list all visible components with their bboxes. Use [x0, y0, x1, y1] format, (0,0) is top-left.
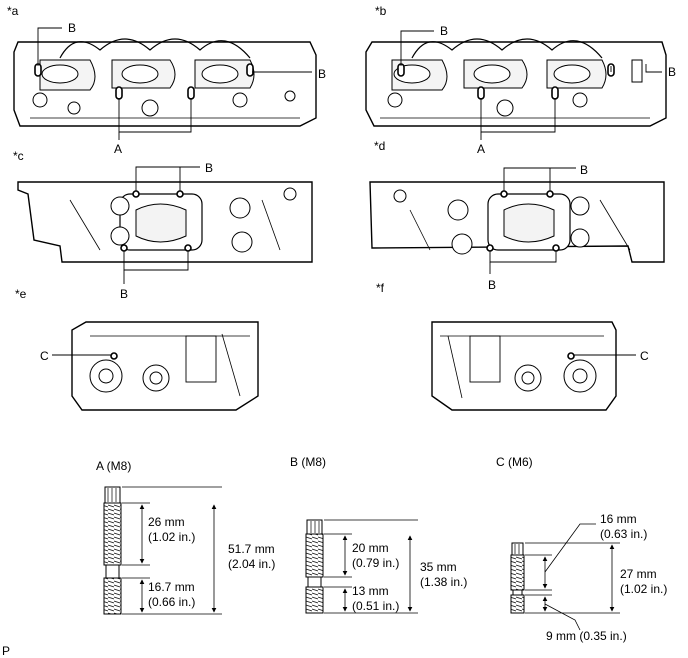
view-label-a: *a	[7, 4, 19, 18]
stud-b-total-in: (1.38 in.)	[420, 575, 467, 589]
stud-bolt-b	[305, 519, 418, 614]
callout-b-view-a-top: B	[68, 21, 76, 35]
stud-bolt-c	[510, 523, 620, 631]
view-label-e: *e	[15, 287, 27, 301]
stud-a-lower-mm: 16.7 mm	[148, 580, 195, 594]
stud-c-total-in: (1.02 in.)	[620, 582, 667, 596]
callout-b-view-a-right: B	[318, 67, 326, 81]
stud-bolt-a	[103, 486, 222, 615]
cylinder-head-view-f	[431, 321, 636, 411]
callout-c-view-f: C	[640, 349, 649, 363]
footer-code: P	[2, 644, 10, 658]
cylinder-head-view-e	[52, 321, 259, 411]
stud-b-total-mm: 35 mm	[420, 560, 457, 574]
stud-c-title: C (M6)	[496, 455, 533, 469]
stud-a-upper-mm: 26 mm	[148, 515, 185, 529]
stud-a-total-mm: 51.7 mm	[228, 542, 275, 556]
callout-b-view-d-bottom: B	[488, 278, 496, 292]
callout-c-view-e: C	[40, 349, 49, 363]
stud-b-title: B (M8)	[290, 455, 326, 469]
view-label-b: *b	[375, 4, 387, 18]
stud-c-lower: 9 mm (0.35 in.)	[546, 629, 627, 643]
stud-a-lower-in: (0.66 in.)	[148, 595, 195, 609]
cylinder-head-view-c	[17, 166, 313, 284]
callout-b-view-c-bottom: B	[120, 287, 128, 301]
callout-b-view-b-right: B	[668, 65, 676, 79]
stud-a-total-in: (2.04 in.)	[228, 557, 275, 571]
stud-a-upper-in: (1.02 in.)	[148, 530, 195, 544]
view-label-f: *f	[376, 281, 385, 295]
cylinder-head-view-a	[13, 27, 317, 140]
callout-b-view-c-top: B	[205, 161, 213, 175]
callout-a-view-b: A	[477, 142, 485, 156]
stud-b-upper-in: (0.79 in.)	[352, 556, 399, 570]
stud-b-upper-mm: 20 mm	[352, 541, 389, 555]
callout-b-view-b-top: B	[440, 24, 448, 38]
view-label-d: *d	[374, 139, 385, 153]
stud-b-lower-mm: 13 mm	[352, 584, 389, 598]
stud-c-upper-in: (0.63 in.)	[600, 527, 647, 541]
view-label-c: *c	[13, 149, 24, 163]
stud-a-title: A (M8)	[96, 459, 131, 473]
callout-b-view-d-top: B	[580, 163, 588, 177]
stud-c-total-mm: 27 mm	[620, 567, 657, 581]
stud-c-upper-mm: 16 mm	[600, 512, 637, 526]
stud-b-lower-in: (0.51 in.)	[352, 599, 399, 613]
cylinder-head-view-d	[369, 167, 665, 274]
callout-a-view-a: A	[114, 142, 122, 156]
cylinder-head-view-b	[365, 30, 667, 140]
